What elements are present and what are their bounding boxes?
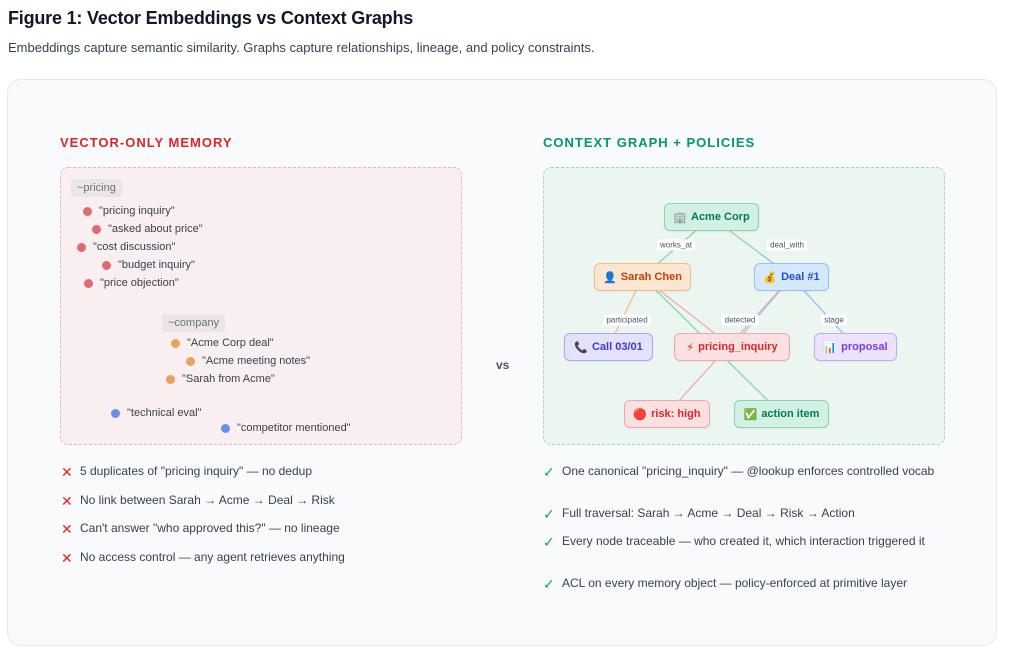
vector-item-text: "pricing inquiry" [99, 205, 175, 217]
lightning-icon: ⚡ [686, 341, 695, 354]
bullet-text: Every node traceable — who created it, w… [562, 534, 925, 548]
cluster-label-pricing: ~pricing [71, 179, 122, 197]
graph-node-pricing-inquiry: ⚡ pricing_inquiry [674, 333, 790, 361]
graph-node-proposal: 📊 proposal [814, 333, 897, 361]
embedding-dot [92, 225, 101, 234]
check-icon: ✓ [543, 534, 555, 550]
bullet-text: No access control — any agent retrieves … [80, 550, 345, 564]
vector-item-text: "price objection" [100, 277, 179, 289]
embedding-dot [166, 375, 175, 384]
check-icon: ✓ [543, 464, 555, 480]
node-label: Deal #1 [781, 271, 820, 283]
vector-item-text: "competitor mentioned" [237, 422, 351, 434]
graph-node-action-item: ✅ action item [734, 400, 829, 428]
vector-item-text: "asked about price" [108, 223, 203, 235]
check-icon: ✓ [543, 506, 555, 522]
cross-icon: ✕ [61, 521, 73, 537]
embedding-dot [221, 424, 230, 433]
embedding-dot [171, 339, 180, 348]
vector-item-text: "budget inquiry" [118, 259, 195, 271]
edge-label-detected: detected [721, 314, 759, 326]
bullet-text: ACL on every memory object — policy-enfo… [562, 576, 908, 590]
edge-label-stage: stage [821, 314, 847, 326]
vector-item-text: "Acme Corp deal" [187, 337, 274, 349]
vector-item-text: "Sarah from Acme" [182, 373, 275, 385]
check-mark-icon: ✅ [743, 408, 758, 421]
graph-node-deal: 💰 Deal #1 [754, 263, 829, 291]
check-icon: ✓ [543, 576, 555, 592]
node-label: Acme Corp [691, 211, 750, 223]
person-icon: 👤 [603, 271, 617, 284]
embedding-dot [186, 357, 195, 366]
vector-item-text: "cost discussion" [93, 241, 176, 253]
vector-space-box: ~pricing "pricing inquiry" "asked about … [60, 167, 462, 445]
graph-node-sarah-chen: 👤 Sarah Chen [594, 263, 691, 291]
bullet-text: Full traversal: Sarah → Acme → Deal → Ri… [562, 506, 855, 520]
vector-memory-heading: VECTOR-ONLY MEMORY [60, 135, 233, 150]
node-label: Call 03/01 [591, 341, 643, 353]
phone-icon: 📞 [574, 341, 588, 354]
bullet-text: No link between Sarah → Acme → Deal → Ri… [80, 493, 335, 507]
edge-label-deal-with: deal_with [767, 239, 807, 251]
graph-node-call: 📞 Call 03/01 [564, 333, 653, 361]
graph-node-acme-corp: 🏢 Acme Corp [664, 203, 759, 231]
bullet-text: Can't answer "who approved this?" — no l… [80, 521, 340, 535]
node-label: pricing_inquiry [698, 341, 778, 353]
figure-subtitle: Embeddings capture semantic similarity. … [8, 40, 595, 55]
node-label: proposal [841, 341, 888, 353]
red-circle-icon: 🔴 [633, 408, 648, 421]
node-label: risk: high [651, 408, 701, 420]
vs-label: vs [496, 358, 510, 372]
embedding-dot [77, 243, 86, 252]
embedding-dot [83, 207, 92, 216]
cross-icon: ✕ [61, 464, 73, 480]
graph-node-risk: 🔴 risk: high [624, 400, 710, 428]
context-graph-heading: CONTEXT GRAPH + POLICIES [543, 135, 756, 150]
cross-icon: ✕ [61, 493, 73, 509]
bullet-text: 5 duplicates of "pricing inquiry" — no d… [80, 464, 312, 478]
edge-label-participated: participated [603, 314, 651, 326]
vector-item-text: "Acme meeting notes" [202, 355, 311, 367]
bullet-text: One canonical "pricing_inquiry" — @looku… [562, 464, 935, 478]
cluster-label-company: ~company [162, 314, 226, 332]
vector-item-text: "technical eval" [127, 407, 202, 419]
edge-label-works-at: works_at [656, 239, 696, 251]
embedding-dot [111, 409, 120, 418]
embedding-dot [84, 279, 93, 288]
node-label: Sarah Chen [620, 271, 682, 283]
building-icon: 🏢 [673, 211, 687, 224]
figure-title: Figure 1: Vector Embeddings vs Context G… [8, 8, 414, 28]
money-bag-icon: 💰 [763, 271, 778, 284]
chart-icon: 📊 [823, 341, 838, 354]
embedding-dot [102, 261, 111, 270]
node-label: action item [761, 408, 820, 420]
cross-icon: ✕ [61, 550, 73, 566]
